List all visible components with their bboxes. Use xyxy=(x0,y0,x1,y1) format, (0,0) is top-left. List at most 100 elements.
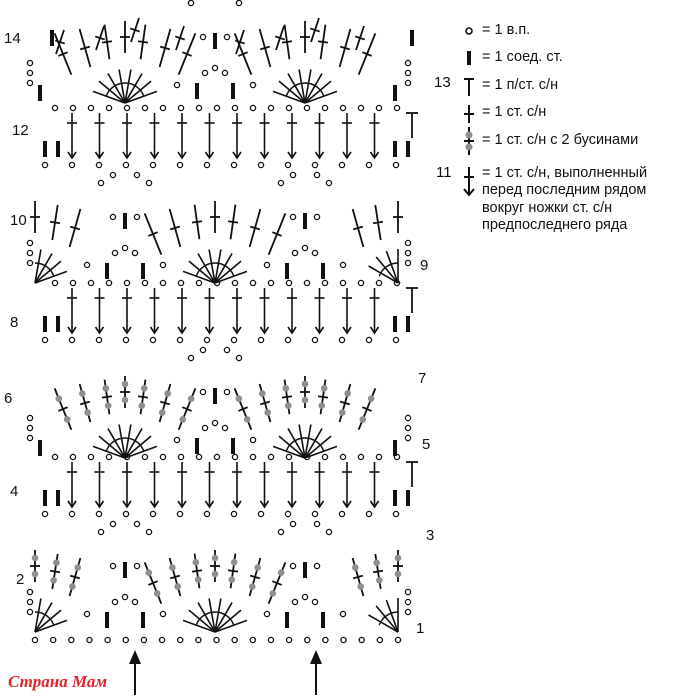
chain-icon xyxy=(392,336,400,344)
arrow-head xyxy=(314,151,325,160)
bead-icon xyxy=(192,558,200,566)
double-crochet-crossbar xyxy=(227,569,239,573)
chain-icon xyxy=(303,279,311,287)
arrow-head xyxy=(177,151,187,160)
fan-stitch xyxy=(118,69,126,104)
beaded-double-crochet-icon xyxy=(464,126,474,155)
double-crochet-crossbar xyxy=(79,400,91,406)
fan-stitch xyxy=(214,270,248,284)
bead-icon xyxy=(53,559,60,567)
chain-icon xyxy=(249,104,257,112)
chain-icon xyxy=(285,453,293,461)
chain-icon xyxy=(149,336,157,344)
chain-icon xyxy=(284,510,292,518)
bead-icon xyxy=(228,576,236,583)
double-crochet-crossbar xyxy=(281,395,293,399)
fan-stitch xyxy=(124,90,158,104)
bead-icon xyxy=(277,569,285,577)
chain-icon xyxy=(267,104,275,112)
arrow-head xyxy=(314,326,325,335)
fan-stitch xyxy=(197,602,216,633)
chain-icon xyxy=(223,346,231,354)
chain-icon xyxy=(311,510,319,518)
double-crochet-crossbar xyxy=(362,406,372,412)
slip-stitch-icon xyxy=(195,438,199,454)
bead-icon xyxy=(187,395,195,403)
legend-text: = 1 ст. с/н xyxy=(482,104,547,121)
chain-icon xyxy=(231,636,238,644)
bead-icon xyxy=(394,554,402,562)
bead-icon xyxy=(235,395,243,403)
bead-icon xyxy=(169,564,176,571)
arrow-head xyxy=(67,151,77,160)
row-number-3: 3 xyxy=(426,527,435,544)
arrow-head xyxy=(342,151,352,160)
chain-icon xyxy=(249,453,257,461)
chain-icon xyxy=(322,636,329,644)
fan-stitch xyxy=(385,599,399,633)
chain-icon xyxy=(340,636,347,644)
chain-icon xyxy=(131,249,139,257)
double-crochet-crossbar xyxy=(317,40,329,44)
fan-stitch xyxy=(34,602,53,633)
chain-icon xyxy=(176,336,184,344)
chain-icon xyxy=(289,562,297,570)
chain-icon xyxy=(109,213,117,221)
chain-icon xyxy=(285,279,293,287)
chain-icon xyxy=(26,69,34,77)
chain-icon xyxy=(26,79,34,87)
chain-icon xyxy=(109,171,117,179)
chain-icon xyxy=(203,336,211,344)
double-crochet-crossbar xyxy=(354,35,366,41)
row-number-5: 5 xyxy=(422,436,431,453)
double-crochet-crossbar xyxy=(352,574,364,580)
slip-stitch-icon xyxy=(56,490,60,506)
chain-icon xyxy=(257,161,265,169)
arrow-head xyxy=(94,151,105,160)
chain-icon xyxy=(376,636,384,644)
slip-stitch-icon xyxy=(50,30,54,46)
chain-icon xyxy=(365,336,373,344)
chain-icon xyxy=(339,261,347,269)
bead-icon xyxy=(102,384,110,392)
chain-icon xyxy=(149,161,157,169)
bead-icon xyxy=(357,583,365,590)
chain-icon xyxy=(284,336,292,344)
chain-icon xyxy=(285,104,293,112)
double-crochet-crossbar xyxy=(69,225,81,231)
chain-icon xyxy=(173,436,181,444)
slip-stitch-icon xyxy=(406,490,410,506)
chain-icon xyxy=(257,510,265,518)
chain-icon xyxy=(26,424,34,432)
chain-icon xyxy=(133,562,141,570)
chain-icon xyxy=(51,104,59,112)
slip-stitch-icon xyxy=(285,263,289,279)
bead-icon xyxy=(339,409,346,416)
chain-icon xyxy=(159,279,167,287)
chain-icon xyxy=(109,562,117,570)
slip-stitch-icon xyxy=(56,141,60,157)
slip-stitch-icon xyxy=(285,612,289,628)
chain-icon xyxy=(249,81,257,89)
slip-stitch-icon xyxy=(393,141,397,157)
chain-icon xyxy=(213,104,221,112)
fan-stitch xyxy=(298,424,306,459)
slip-stitch-icon xyxy=(410,30,414,46)
chain-icon xyxy=(133,171,141,179)
chain-icon xyxy=(291,249,299,257)
chain-icon xyxy=(339,453,347,461)
bead-icon xyxy=(84,409,91,416)
chain-icon xyxy=(199,346,207,354)
row-number-10: 10 xyxy=(10,212,27,229)
bead-icon xyxy=(249,583,256,590)
chain-icon xyxy=(339,279,347,287)
double-crochet-crossbar xyxy=(372,569,384,574)
bead-icon xyxy=(31,554,39,562)
fan-stitch xyxy=(34,249,42,284)
chain-icon xyxy=(375,279,383,287)
slip-stitch-icon xyxy=(56,316,60,332)
fan-stitch xyxy=(188,609,216,633)
chain-icon xyxy=(51,279,59,287)
chain-icon xyxy=(404,249,412,257)
double-crochet-crossbar xyxy=(137,395,149,399)
